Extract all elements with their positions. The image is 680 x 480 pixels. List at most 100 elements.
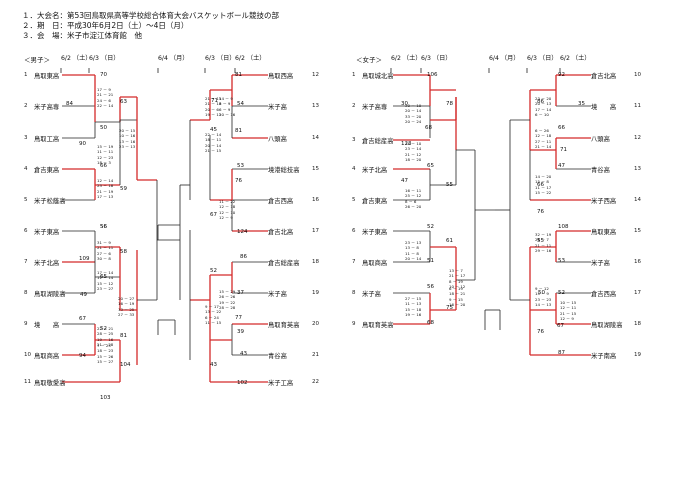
score: 66	[100, 163, 107, 169]
score: 94	[79, 353, 86, 359]
score: 90	[79, 141, 86, 147]
team-number: 11	[24, 379, 31, 385]
score: 84	[66, 101, 73, 107]
score: 75	[446, 305, 453, 311]
team-name: 米子高専	[34, 104, 60, 111]
score: 87	[558, 350, 565, 356]
team-number: 15	[312, 166, 319, 172]
score: 76	[537, 209, 544, 215]
quarter-scores: 27 － 15 11 － 13 15 － 18 19 － 16	[405, 296, 422, 317]
date-column-header: 6/2 （土）	[61, 55, 92, 62]
score: 52	[427, 224, 434, 230]
score: 67	[210, 212, 217, 218]
team-number: 5	[24, 197, 28, 203]
score: 81	[235, 128, 242, 134]
team-name: 倉吉東高	[34, 167, 60, 174]
team-name: 米子東高	[34, 229, 60, 236]
quarter-scores: 23 － 13 13 － 8 11 － 8 20 － 14	[405, 240, 422, 261]
score: 52	[100, 326, 107, 332]
team-name: 米子高	[362, 291, 381, 298]
team-name: 米子高	[268, 104, 287, 111]
team-name: 青谷高	[268, 353, 287, 360]
team-name: 倉吉北高	[268, 229, 294, 236]
score: 104	[120, 362, 131, 368]
quarter-scores: 21 － 15 21 － 13 20 － 6 19 － 11	[205, 96, 222, 117]
score: 54	[237, 101, 244, 107]
team-number: 15	[634, 228, 641, 234]
team-number: 12	[634, 135, 641, 141]
date-column-header: 6/4 （月）	[158, 55, 189, 62]
score: 76	[235, 178, 242, 184]
team-name: 八頭高	[591, 136, 610, 143]
team-number: 8	[24, 290, 28, 296]
team-number: 6	[24, 228, 28, 234]
girls-section-label: ＜女子＞	[356, 56, 382, 64]
team-name: 米子南高	[591, 353, 617, 360]
score: 63	[120, 99, 127, 105]
score: 67	[557, 323, 564, 329]
score: 58	[120, 249, 127, 255]
team-name: 倉吉東高	[362, 198, 388, 205]
score: 30	[401, 101, 408, 107]
quarter-scores: 20 － 27 16 － 19 13 － 25 27 － 33	[118, 296, 135, 317]
team-name: 米子工高	[268, 380, 294, 387]
team-name: 鳥取育英高	[362, 322, 394, 329]
score: 37	[237, 290, 244, 296]
date-column-header: 6/2 （土）	[560, 55, 591, 62]
team-name: 鳥取湖陵高	[591, 322, 623, 329]
team-number: 16	[312, 197, 319, 203]
score: 53	[237, 163, 244, 169]
team-name: 鳥取商高	[34, 353, 60, 360]
quarter-scores: 22 － 21 28 － 25 19 － 16 21 － 28	[97, 326, 114, 347]
team-number: 7	[24, 259, 28, 265]
score: 47	[558, 163, 565, 169]
team-name: 鳥取城北高	[362, 73, 394, 80]
team-number: 4	[24, 166, 28, 172]
date-column-header: 6/4 （月）	[489, 55, 520, 62]
score: 68	[425, 125, 432, 131]
team-number: 22	[312, 379, 319, 385]
score: 53	[558, 258, 565, 264]
team-number: 13	[634, 166, 641, 172]
score: 66	[537, 182, 544, 188]
quarter-scores: 17 － 14 11 － 14 15 － 12 23 － 27	[97, 270, 114, 291]
score: 35	[578, 101, 585, 107]
team-number: 19	[634, 352, 641, 358]
team-name: 米子高	[268, 291, 287, 298]
score: 50	[100, 125, 107, 131]
score: 124	[237, 229, 248, 235]
quarter-scores: 14 － 20 15 － 8 11 － 17 15 － 22	[535, 174, 552, 195]
team-number: 11	[634, 103, 641, 109]
quarter-scores: 6 － 26 12 － 18 27 － 11 21 － 14	[535, 128, 552, 149]
score: 109	[79, 256, 90, 262]
quarter-scores: 13 － 7 21 － 17 8 － 19 10 － 12	[449, 268, 466, 289]
quarter-scores: 31 － 9 21 － 11 27 － 6 30 － 8	[97, 240, 114, 261]
quarter-scores: 12 － 14 23 － 18 21 － 19 17 － 13	[97, 178, 114, 199]
team-name: 鳥取敬愛高	[34, 380, 66, 387]
score: 43	[210, 362, 217, 368]
team-number: 17	[634, 290, 641, 296]
team-name: 米子高	[591, 260, 610, 267]
team-name: 倉吉西高	[591, 291, 617, 298]
team-number: 2	[352, 103, 356, 109]
team-number: 13	[312, 103, 319, 109]
team-name: 八頭高	[268, 136, 287, 143]
quarter-scores: 20 － 15 10 － 16 13 － 16 23 － 13	[119, 128, 136, 149]
team-name: 鳥取湖陵高	[34, 291, 66, 298]
team-number: 10	[24, 352, 31, 358]
quarter-scores: 15 － 29 26 － 26 19 － 22 28 － 28	[219, 289, 236, 310]
score: 56	[427, 284, 434, 290]
score: 81	[235, 72, 242, 78]
team-name: 米子北高	[34, 260, 60, 267]
team-number: 18	[634, 321, 641, 327]
team-name: 境 高	[34, 322, 60, 329]
team-number: 9	[352, 321, 356, 327]
team-number: 20	[312, 321, 319, 327]
score: 68	[427, 320, 434, 326]
team-name: 倉吉総産高	[362, 138, 394, 145]
quarter-scores: 9 － 12 15 － 9 23 － 23 14 － 13	[535, 286, 552, 307]
score: 56	[100, 224, 107, 230]
quarter-scores: 22 － 14 18 － 11 20 － 14 21 － 15	[205, 132, 222, 153]
quarter-scores: 30 － 10 20 － 14 33 － 20 20 － 24	[405, 103, 422, 124]
